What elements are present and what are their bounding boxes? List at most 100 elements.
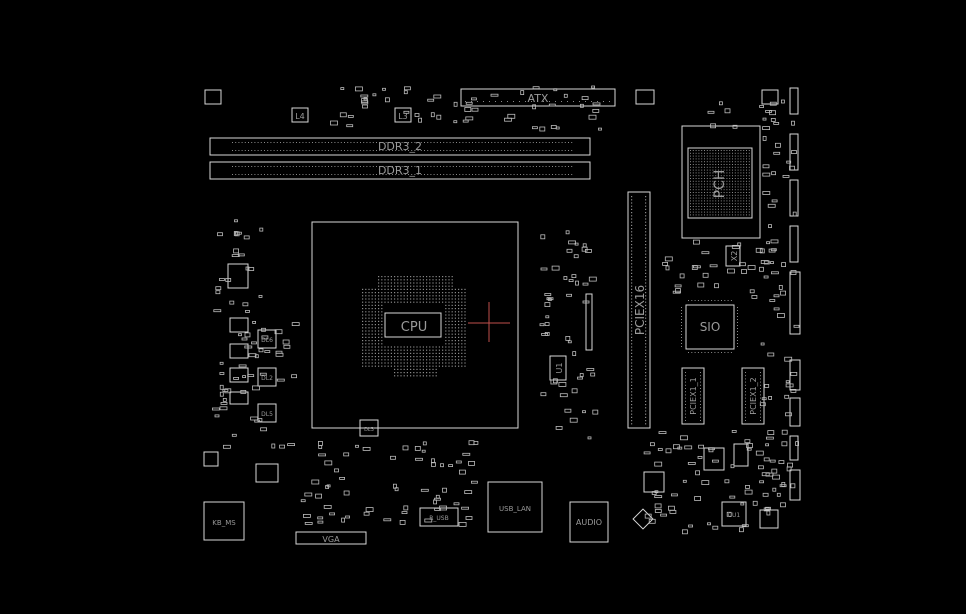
pin: [422, 375, 424, 377]
pin: [692, 214, 694, 216]
pin: [726, 169, 728, 171]
pin: [645, 333, 647, 335]
small-part: [424, 518, 433, 523]
pin: [712, 169, 714, 171]
pin: [568, 142, 569, 143]
pin: [734, 203, 736, 205]
pciex1-slot-1[interactable]: [681, 367, 705, 425]
small-part: [764, 383, 770, 388]
x2-crystal[interactable]: [725, 245, 741, 267]
pin: [700, 375, 701, 377]
pin: [542, 166, 544, 167]
pin: [701, 197, 703, 199]
pin: [381, 298, 383, 300]
pin: [280, 142, 281, 143]
pin: [558, 142, 560, 143]
pciex1-slot-2[interactable]: [741, 367, 765, 425]
pin: [419, 285, 421, 287]
pin: [365, 333, 367, 335]
pin: [645, 237, 647, 239]
inductor-l3[interactable]: [394, 107, 412, 123]
pin: [442, 295, 444, 297]
pin: [726, 175, 728, 177]
pin: [408, 150, 409, 151]
cpu-socket[interactable]: [311, 221, 519, 429]
chip-cu1[interactable]: [721, 501, 747, 527]
small-part: [598, 127, 602, 131]
pin: [397, 359, 399, 361]
small-part: [436, 114, 442, 120]
pin: [369, 142, 371, 143]
dl6-component[interactable]: [257, 329, 277, 349]
small-part: [789, 165, 795, 171]
audio-port[interactable]: [569, 501, 609, 543]
pin: [558, 166, 560, 167]
pin: [695, 214, 697, 216]
pin: [449, 150, 451, 151]
pin: [406, 362, 408, 364]
pin: [564, 166, 566, 167]
pin: [416, 349, 418, 351]
pin: [458, 298, 460, 300]
pin: [362, 356, 364, 358]
pin: [432, 346, 434, 348]
pin: [694, 300, 696, 301]
pin: [712, 206, 714, 207]
pin: [435, 282, 437, 284]
pin: [475, 150, 477, 151]
pin: [362, 340, 364, 342]
pin: [454, 349, 456, 351]
pin: [394, 356, 396, 358]
pin: [746, 206, 747, 207]
kb-ms-port[interactable]: [203, 501, 245, 541]
dl3-component[interactable]: [359, 419, 379, 437]
pin: [397, 298, 399, 300]
pin: [443, 166, 445, 167]
pin: [432, 298, 434, 300]
pin: [760, 397, 761, 399]
small-part: [258, 294, 263, 298]
sio-chip[interactable]: [685, 304, 735, 350]
pin: [429, 375, 431, 377]
pin: [448, 295, 450, 297]
pin: [458, 292, 460, 294]
pciex16-slot[interactable]: [627, 191, 651, 429]
pin: [685, 384, 686, 386]
pin: [362, 308, 364, 310]
small-part: [401, 511, 408, 515]
pin: [645, 311, 647, 313]
pin: [704, 214, 705, 216]
pin: [631, 365, 633, 367]
u1-chip[interactable]: [549, 355, 567, 381]
pin: [424, 166, 425, 167]
pin: [536, 174, 537, 175]
vga-port[interactable]: [295, 531, 367, 545]
dl5-component[interactable]: [257, 403, 277, 423]
l4-label: L4: [295, 112, 305, 121]
pin: [414, 142, 416, 143]
pin: [740, 180, 742, 182]
pin: [729, 200, 731, 202]
pin: [452, 142, 454, 143]
dl2-component[interactable]: [257, 367, 277, 387]
pin: [631, 359, 633, 361]
pin: [419, 352, 421, 354]
ddr3-slot-1[interactable]: [209, 161, 591, 180]
pin: [384, 285, 386, 287]
small-part: [421, 449, 426, 453]
inductor-l4[interactable]: [291, 107, 309, 123]
pin: [417, 150, 419, 151]
pin: [362, 311, 364, 313]
pin: [760, 400, 761, 402]
pin: [740, 166, 742, 168]
cpu-core[interactable]: [384, 312, 442, 338]
pin: [704, 194, 705, 196]
pin: [706, 180, 708, 182]
pin: [571, 142, 573, 143]
pin: [740, 192, 742, 193]
usb-lan-port[interactable]: [487, 481, 543, 533]
pin: [235, 174, 237, 175]
ddr3-slot-2[interactable]: [209, 137, 591, 156]
pch-chip[interactable]: [681, 125, 761, 239]
pin: [451, 298, 453, 300]
